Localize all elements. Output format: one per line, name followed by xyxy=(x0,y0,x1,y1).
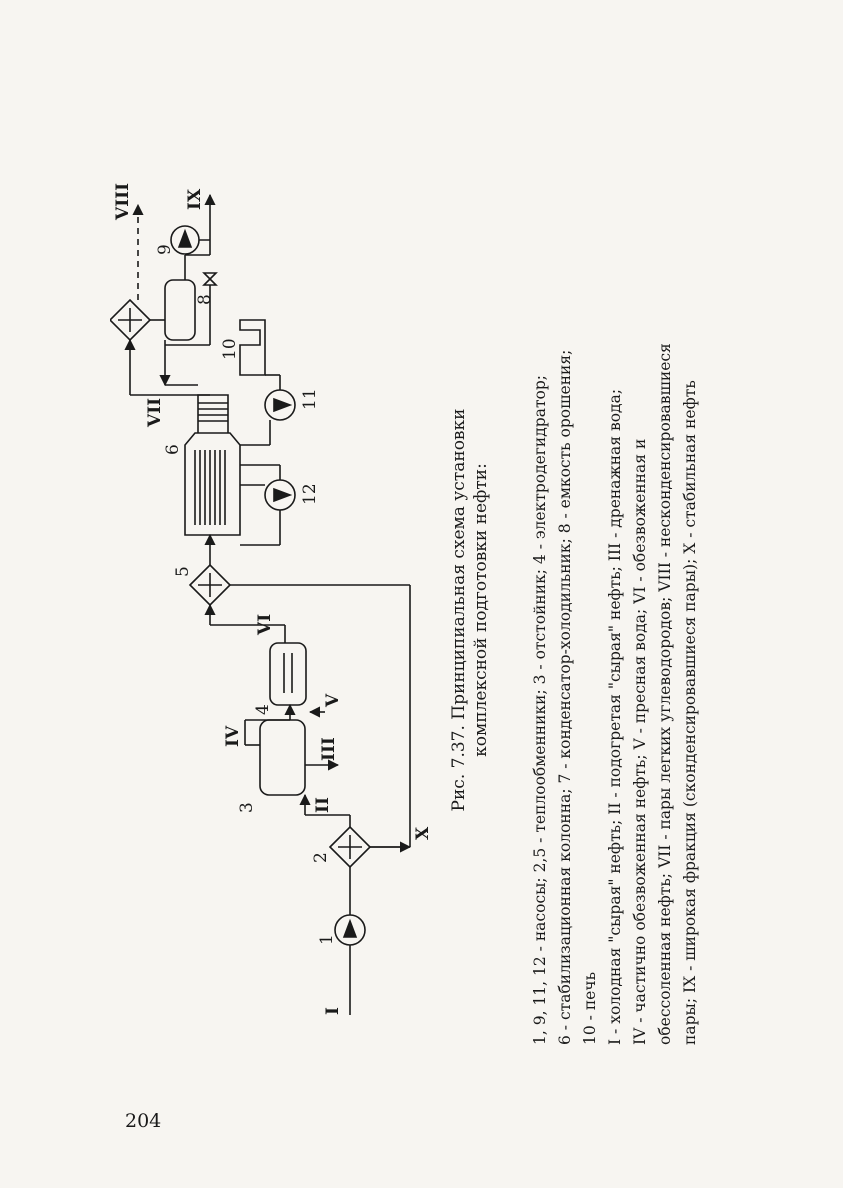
valve xyxy=(202,272,218,286)
stream-label-I: I xyxy=(323,1007,343,1015)
stream-label-IV: IV xyxy=(223,725,243,747)
settler-3 xyxy=(259,719,306,796)
reflux-drum-8 xyxy=(164,279,196,341)
label-8: 8 xyxy=(195,294,215,305)
label-4: 4 xyxy=(253,704,273,715)
label-6: 6 xyxy=(163,444,183,455)
label-2: 2 xyxy=(311,852,331,863)
label-12: 12 xyxy=(300,483,320,505)
process-flow-diagram: 1 2 3 4 5 6 7 8 9 10 11 12 I II III IV V… xyxy=(110,183,433,1015)
stream-label-VIII: VIII xyxy=(113,183,133,221)
legend-line: 10 - печь xyxy=(581,971,599,1045)
heat-exchanger-5 xyxy=(188,563,232,607)
heat-exchanger-2 xyxy=(328,825,372,869)
stream-label-X: X xyxy=(413,826,433,840)
label-1: 1 xyxy=(317,934,337,945)
pump-11 xyxy=(264,389,296,421)
label-5: 5 xyxy=(173,566,193,577)
label-10: 10 xyxy=(220,338,240,360)
legend-line: пары; IX - широкая фракция (сконденсиров… xyxy=(681,380,699,1045)
figure-legend: 1, 9, 11, 12 - насосы; 2,5 - теплообменн… xyxy=(528,175,703,1045)
legend-line: IV - частично обезвоженная нефть; V - пр… xyxy=(631,438,649,1045)
furnace-10 xyxy=(239,319,266,376)
stream-label-IX: IX xyxy=(185,188,205,210)
electrodehydrator-4 xyxy=(269,642,307,706)
pump-12 xyxy=(264,479,296,511)
stream-label-III: III xyxy=(319,737,339,761)
stream-label-V: V xyxy=(323,693,343,708)
pump-1 xyxy=(334,914,366,946)
page-number: 204 xyxy=(125,1110,162,1132)
stream-label-VI: VI xyxy=(255,614,275,636)
stream-label-II: II xyxy=(313,797,333,813)
stabilization-column-6 xyxy=(184,394,241,536)
label-7: 7 xyxy=(110,326,115,337)
legend-line: обессоленная нефть; VII - пары легких уг… xyxy=(656,343,674,1045)
condenser-cooler-7 xyxy=(110,298,152,342)
rotated-figure-block: 1 2 3 4 5 6 7 8 9 10 11 12 I II III IV V… xyxy=(110,175,700,1045)
label-11: 11 xyxy=(300,388,320,410)
legend-line: 1, 9, 11, 12 - насосы; 2,5 - теплообменн… xyxy=(531,375,549,1045)
legend-line: 6 - стабилизационная колонна; 7 - конден… xyxy=(556,349,574,1045)
figure-caption: Рис. 7.37. Принципиальная схема установк… xyxy=(448,175,492,1045)
caption-line-1: Рис. 7.37. Принципиальная схема установк… xyxy=(449,408,469,812)
caption-line-2: комплексной подготовки нефти: xyxy=(471,463,491,757)
pump-9 xyxy=(170,225,200,255)
stream-label-VII: VII xyxy=(145,398,165,428)
legend-line: I - холодная "сырая" нефть; II - подогре… xyxy=(606,388,624,1045)
label-9: 9 xyxy=(155,244,175,255)
label-3: 3 xyxy=(237,802,257,813)
